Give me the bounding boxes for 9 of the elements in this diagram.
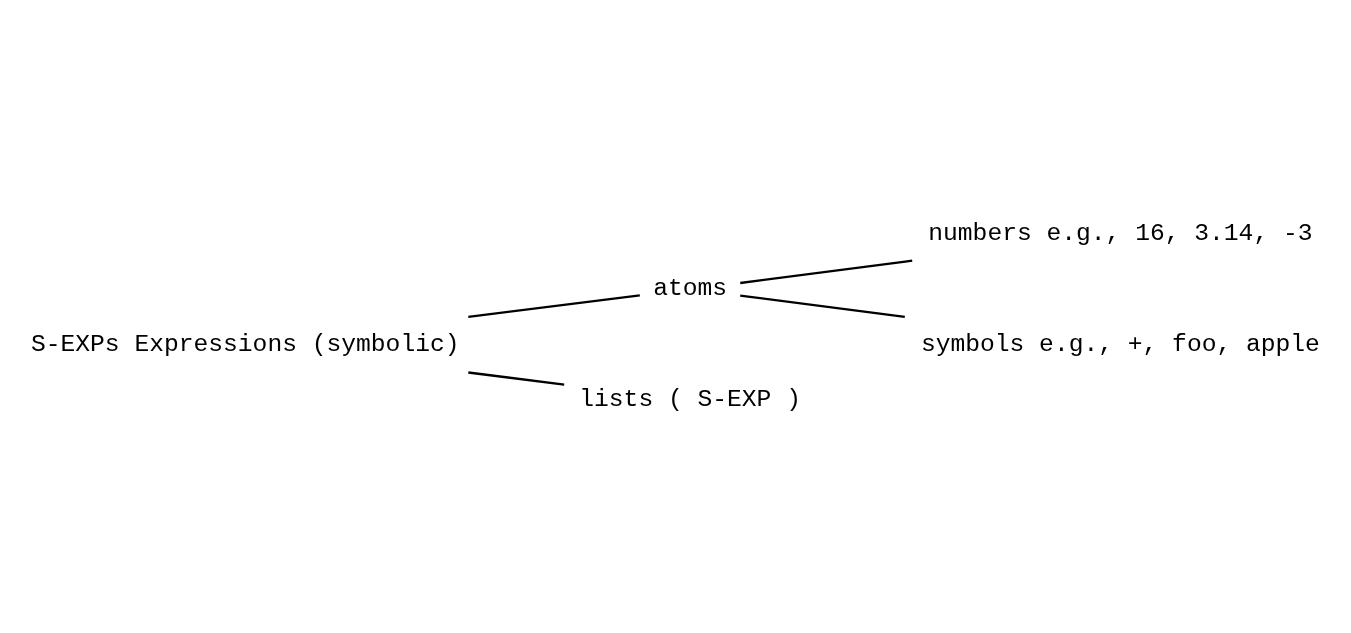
node-text: S-EXPs Expressions (symbolic) (30, 329, 460, 358)
connector (740, 293, 905, 318)
node-text: symbols e.g., +, foo, apple (920, 329, 1320, 358)
node-text: atoms (653, 273, 728, 302)
connector (468, 293, 640, 318)
node-text: numbers e.g., 16, 3.14, -3 (928, 218, 1313, 247)
connector (740, 259, 913, 284)
connector (468, 370, 565, 386)
node-text: lists ( S-EXP ) (579, 384, 801, 413)
